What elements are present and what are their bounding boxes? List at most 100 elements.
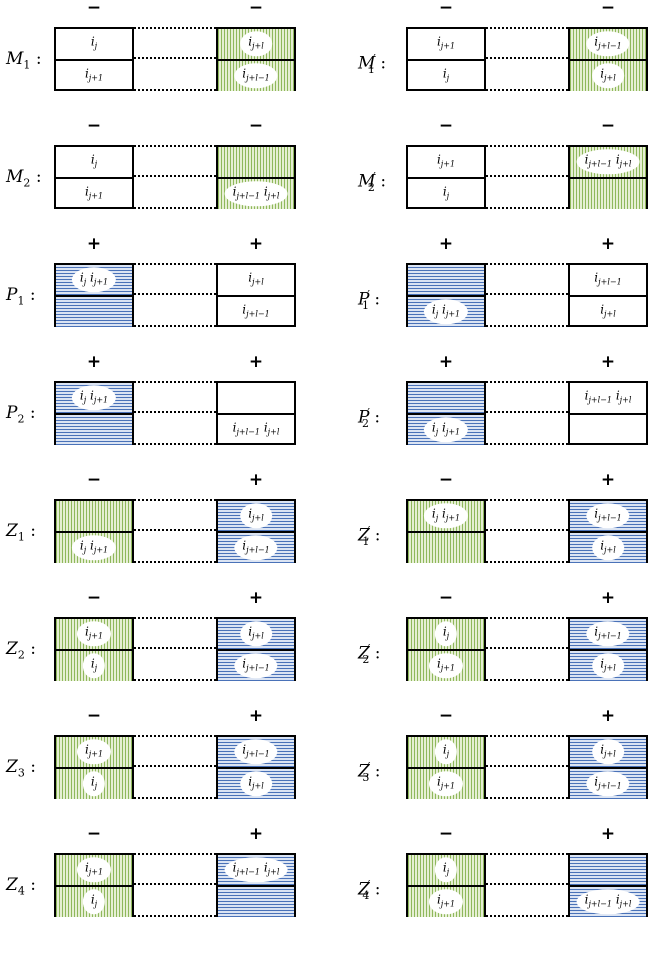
index-label: ij+l — [592, 653, 624, 679]
dotted-connector — [134, 679, 216, 681]
box-cell-bot: ij+l — [218, 769, 294, 799]
box-cell-bot: ij ij+1 — [408, 297, 484, 327]
index-label: ij+l−1 — [586, 621, 630, 647]
sign-left: + — [438, 234, 454, 254]
box-cell-bot: ij+l−1 ij+l — [570, 887, 646, 917]
dotted-connector — [134, 797, 216, 799]
box-cell-top: ij+l — [218, 501, 294, 531]
box-cell-top: ij+1 — [56, 855, 132, 885]
box-divider — [218, 295, 294, 297]
dotted-connector — [134, 647, 216, 649]
index-label: ij+l — [592, 739, 624, 765]
panel-label: Z′4 : — [358, 878, 381, 903]
index-label: ij+l — [240, 31, 272, 57]
box-cell-top: ij+1 — [56, 737, 132, 767]
index-label: ij+l−1 ij+l — [576, 889, 640, 915]
sign-right: − — [248, 0, 264, 18]
dotted-connector — [134, 381, 216, 383]
box-cell-top: ij+l — [570, 737, 646, 767]
box-cell-bot: ij+1 — [408, 769, 484, 799]
entry-box-left: ij+1 ij — [54, 617, 134, 681]
box-divider — [218, 885, 294, 887]
sign-right: + — [248, 234, 264, 254]
panel-label: M′2 : — [358, 170, 387, 195]
index-label: ij — [434, 739, 458, 765]
index-label: ij ij+1 — [71, 385, 117, 411]
entry-box-right: ij+l−1 ij+l — [216, 381, 296, 445]
box-cell-top: ij+l−1 — [570, 265, 646, 295]
box-cell-bot: ij+1 — [56, 61, 132, 91]
dotted-connector — [486, 263, 568, 265]
box-divider — [408, 649, 484, 651]
dotted-connector — [486, 443, 568, 445]
box-divider — [408, 413, 484, 415]
box-divider — [570, 649, 646, 651]
box-cell-bot: ij+l — [570, 61, 646, 91]
dotted-connector — [134, 883, 216, 885]
sign-right: + — [248, 352, 264, 372]
entry-box-left: ij ij+1 — [54, 499, 134, 563]
dotted-connector — [134, 175, 216, 177]
box-divider — [408, 59, 484, 61]
index-label: ij — [82, 889, 106, 915]
box-divider — [56, 531, 132, 533]
dotted-connector — [486, 27, 568, 29]
index-label: ij+1 — [436, 152, 456, 169]
box-cell-bot: ij+l−1 — [218, 61, 294, 91]
index-label: ij ij+1 — [71, 267, 117, 293]
entry-box-right: ij+l−1 ij+l — [568, 617, 648, 681]
dotted-connector — [486, 617, 568, 619]
index-label: ij+l−1 ij+l — [224, 857, 288, 883]
panel-label: Z3 : — [6, 757, 36, 780]
box-cell-top: ij+l−1 — [218, 737, 294, 767]
dotted-connector — [134, 27, 216, 29]
index-label: ij+1 — [84, 66, 104, 83]
dotted-connector — [134, 915, 216, 917]
sign-right: + — [600, 824, 616, 844]
box-cell-top: ij — [56, 147, 132, 177]
index-label: ij+l−1 ij+l — [224, 181, 288, 207]
box-cell-bot: ij+l−1 — [570, 769, 646, 799]
index-label: ij+l — [240, 621, 272, 647]
panel-label: P1 : — [6, 285, 36, 308]
box-cell-bot: ij+l−1 — [218, 533, 294, 563]
sign-right: + — [600, 234, 616, 254]
index-label: ij+1 — [76, 621, 112, 647]
entry-box-right: ij+l−1 ij+l — [568, 263, 648, 327]
panel-label: M2 : — [6, 167, 42, 190]
sign-right: − — [600, 0, 616, 18]
dotted-connector — [486, 797, 568, 799]
box-cell-bot: ij ij+1 — [408, 415, 484, 445]
box-cell-top — [408, 383, 484, 413]
index-label: ij+l — [248, 270, 264, 287]
entry-box-right: ij+l ij+l−1 — [216, 499, 296, 563]
sign-left: − — [86, 116, 102, 136]
index-label: ij+l−1 — [234, 535, 278, 561]
panel-label: P2 : — [6, 403, 36, 426]
index-label: ij+l — [600, 302, 616, 319]
dotted-connector — [486, 145, 568, 147]
entry-box-right: ij+l−1 ij+l — [216, 853, 296, 917]
box-cell-bot: ij — [56, 651, 132, 681]
entry-box-left: ij+1 ij — [54, 853, 134, 917]
entry-box-left: ij ij+1 — [406, 499, 486, 563]
dotted-connector — [134, 765, 216, 767]
box-divider — [218, 413, 294, 415]
index-label: ij+l — [592, 63, 624, 89]
box-divider — [408, 531, 484, 533]
index-label: ij — [90, 152, 98, 169]
dotted-connector — [134, 529, 216, 531]
box-cell-top: ij — [408, 855, 484, 885]
box-divider — [218, 767, 294, 769]
index-label: ij+l−1 ij+l — [232, 420, 280, 437]
dotted-connector — [134, 145, 216, 147]
dotted-connector — [486, 915, 568, 917]
panel-label: P′1 : — [358, 288, 381, 313]
index-label: ij ij+1 — [423, 299, 469, 325]
box-divider — [56, 295, 132, 297]
index-label: ij+l−1 — [586, 771, 630, 797]
sign-right: + — [248, 588, 264, 608]
